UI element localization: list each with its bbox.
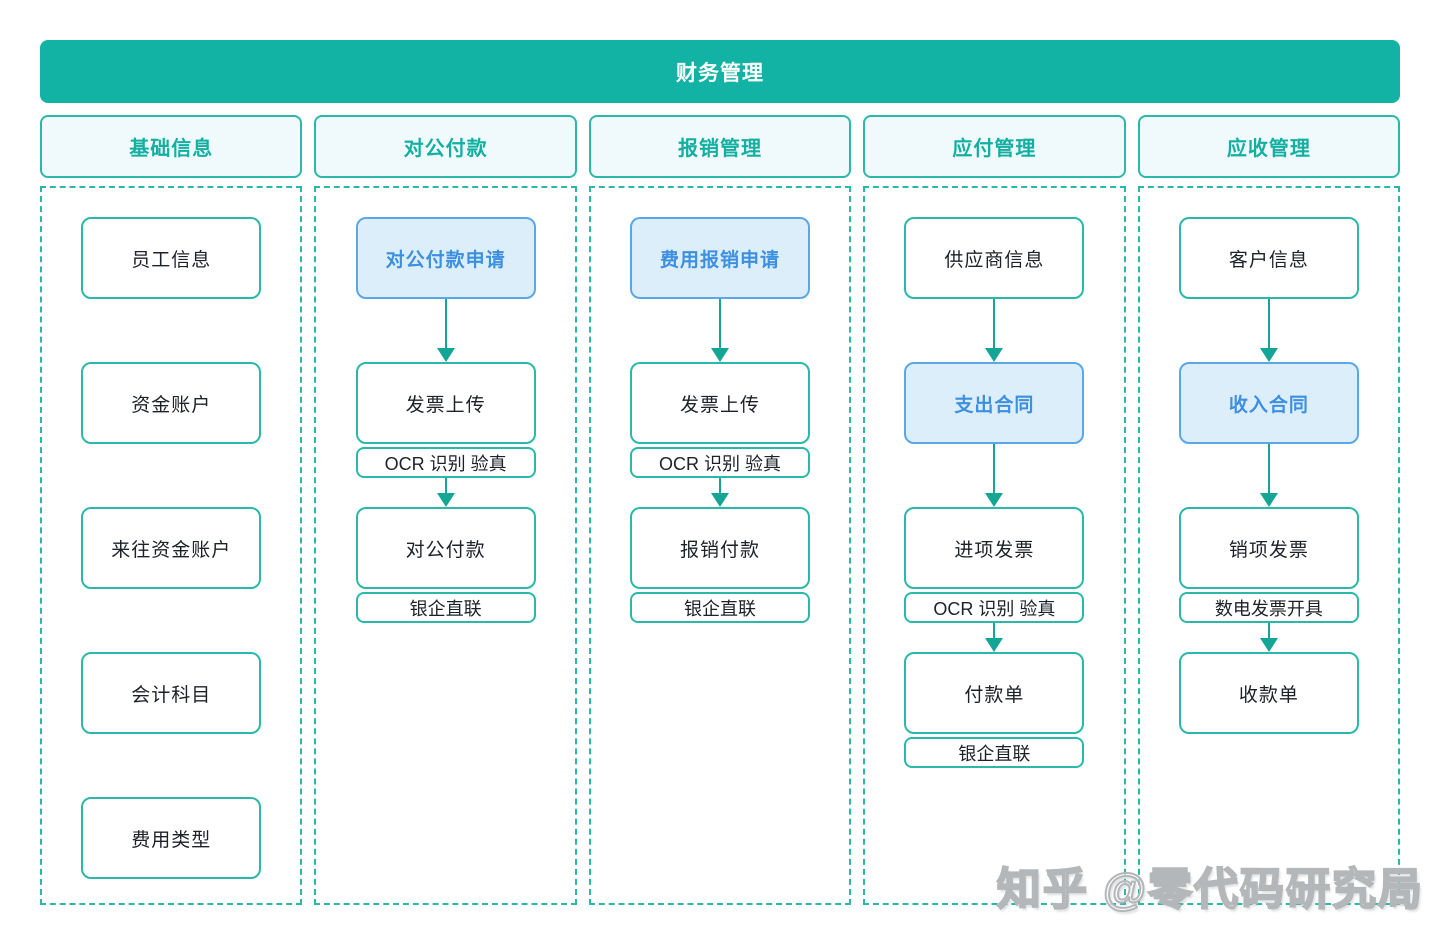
column-header-3: 报销管理 xyxy=(588,115,852,178)
flow-node: 发票上传 xyxy=(355,362,536,444)
watermark: 知乎 @零代码研究局 xyxy=(996,864,1424,915)
column-body-1: 员工信息资金账户来往资金账户会计科目费用类型 xyxy=(40,186,303,905)
flow-node: 客户信息 xyxy=(1178,217,1359,299)
flow-node: 对公付款申请 xyxy=(355,217,536,299)
arrow-down-icon xyxy=(711,493,730,507)
arrow-line xyxy=(1267,444,1270,495)
arrow-line xyxy=(444,299,447,350)
arrow-down-icon xyxy=(711,348,730,362)
arrow-line xyxy=(719,478,722,495)
flow-node: 费用报销申请 xyxy=(630,217,811,299)
column-headers-row: 基础信息对公付款报销管理应付管理应收管理 xyxy=(40,115,1401,178)
flow-node: 来往资金账户 xyxy=(81,507,262,589)
arrow-down-icon xyxy=(1259,348,1278,362)
arrow-line xyxy=(1267,299,1270,350)
arrow-line xyxy=(993,444,996,495)
diagram-title-bar: 财务管理 xyxy=(40,40,1400,103)
flow-node: 进项发票 xyxy=(904,507,1085,589)
flow-node: 付款单 xyxy=(904,652,1085,734)
arrow-line xyxy=(993,299,996,350)
arrow-line xyxy=(1267,623,1270,640)
flow-subnode: OCR 识别 验真 xyxy=(355,447,536,478)
arrow-down-icon xyxy=(436,348,455,362)
arrow-down-icon xyxy=(436,493,455,507)
flow-node: 报销付款 xyxy=(630,507,811,589)
flow-node: 资金账户 xyxy=(81,362,262,444)
arrow-line xyxy=(444,478,447,495)
arrow-down-icon xyxy=(1259,493,1278,507)
flow-subnode: 银企直联 xyxy=(355,592,536,623)
flow-node: 供应商信息 xyxy=(904,217,1085,299)
arrow-down-icon xyxy=(1259,638,1278,652)
flow-subnode: 银企直联 xyxy=(630,592,811,623)
flow-node: 收入合同 xyxy=(1178,362,1359,444)
flow-node: 销项发票 xyxy=(1178,507,1359,589)
flow-node: 会计科目 xyxy=(81,652,262,734)
flow-subnode: 银企直联 xyxy=(904,737,1085,768)
column-header-5: 应收管理 xyxy=(1137,115,1401,178)
flow-node: 员工信息 xyxy=(81,217,262,299)
column-header-2: 对公付款 xyxy=(314,115,577,178)
column-header-4: 应付管理 xyxy=(863,115,1126,178)
flow-node: 收款单 xyxy=(1178,652,1359,734)
column-header-1: 基础信息 xyxy=(40,115,303,178)
arrow-line xyxy=(719,299,722,350)
flow-node: 发票上传 xyxy=(630,362,811,444)
arrow-down-icon xyxy=(985,348,1004,362)
flow-node: 对公付款 xyxy=(355,507,536,589)
flow-subnode: OCR 识别 验真 xyxy=(904,592,1085,623)
flow-node: 费用类型 xyxy=(81,797,262,879)
flow-subnode: 数电发票开具 xyxy=(1178,592,1359,623)
page-title: 财务管理 xyxy=(676,61,764,85)
flow-node: 支出合同 xyxy=(904,362,1085,444)
arrow-down-icon xyxy=(985,493,1004,507)
column-body-5: 客户信息收入合同销项发票数电发票开具收款单 xyxy=(1137,186,1401,905)
arrow-line xyxy=(993,623,996,640)
flow-subnode: OCR 识别 验真 xyxy=(630,447,811,478)
arrow-down-icon xyxy=(985,638,1004,652)
